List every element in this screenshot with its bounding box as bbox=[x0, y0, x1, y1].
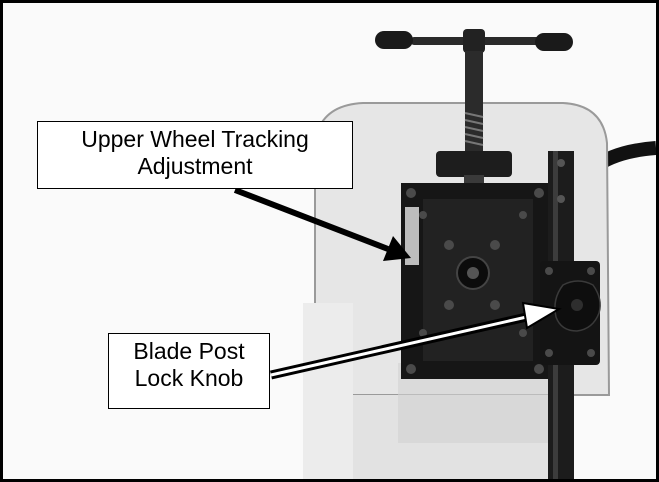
bracket-bolts bbox=[545, 267, 595, 357]
bandsaw-photo bbox=[3, 3, 656, 479]
tension-scale bbox=[405, 207, 419, 265]
tracking-arrow-line bbox=[233, 187, 390, 252]
housing-lower-left bbox=[303, 303, 353, 479]
plate-bolts bbox=[406, 188, 544, 374]
tracking-hub-center bbox=[467, 267, 479, 279]
shaft-bracket bbox=[436, 151, 512, 177]
callout-blade-post-lock-knob: Blade Post Lock Knob bbox=[108, 333, 270, 409]
shaft-threads bbox=[464, 112, 484, 146]
callout-lock-knob-line1: Blade Post bbox=[133, 338, 245, 364]
lock-knob-arrow-line-inner bbox=[270, 314, 532, 377]
tracking-arrow-head bbox=[383, 236, 411, 261]
callout-tracking-line1: Upper Wheel Tracking bbox=[81, 126, 309, 152]
lock-knob-arrow-head bbox=[521, 301, 562, 330]
callout-upper-wheel-tracking: Upper Wheel Tracking Adjustment bbox=[37, 121, 353, 189]
lock-knob-highlight bbox=[571, 299, 583, 311]
post-bolts bbox=[557, 159, 565, 203]
t-handle-hub bbox=[463, 29, 485, 53]
t-handle-grip-right bbox=[535, 33, 573, 51]
t-handle-grip-left bbox=[375, 31, 413, 49]
callout-tracking-line2: Adjustment bbox=[137, 153, 253, 179]
callout-lock-knob-line2: Lock Knob bbox=[134, 365, 244, 391]
